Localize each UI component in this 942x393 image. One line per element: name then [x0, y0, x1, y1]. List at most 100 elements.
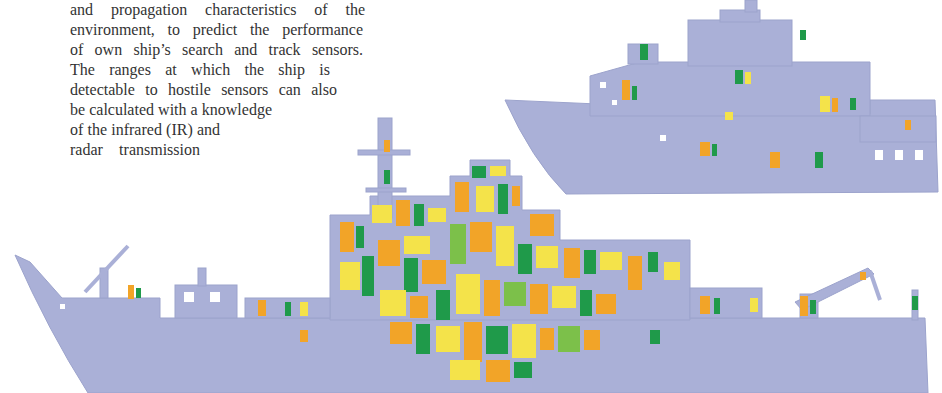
lower-ship-part [912, 290, 918, 320]
lower-ship-signature-patches-part [416, 324, 430, 354]
lower-ship-signature-patches-part [648, 252, 658, 272]
lower-ship-signature-patches-part [596, 294, 616, 314]
lower-ship-signature-patches-part [504, 282, 526, 306]
lower-ship-signature-patches-part [450, 360, 480, 380]
upper-ship-signature-patches-part [745, 72, 751, 84]
lower-ship-signature-patches-part [356, 226, 364, 248]
upper-ship-signature-patches-part [905, 120, 911, 130]
upper-ship-windows [600, 82, 923, 160]
lower-ship-part [366, 188, 406, 192]
lower-ship-signature-patches-part [414, 204, 424, 226]
lower-ship-part [175, 285, 237, 318]
lower-ship-signature-patches-part [514, 362, 532, 378]
lower-ship-signature-patches-part [628, 256, 642, 290]
upper-ship-windows-part [875, 150, 883, 160]
lower-ship-signature-patches-part [258, 300, 266, 316]
lower-ship-signature-patches-part [456, 274, 480, 314]
upper-ship [505, 0, 938, 194]
upper-ship-signature-patches-part [800, 30, 806, 40]
lower-ship-part [198, 268, 206, 286]
lower-ship-signature-patches-part [810, 300, 816, 314]
body-text-line: environment, to predict the performance [70, 20, 363, 40]
upper-ship-signature-patches-part [850, 98, 856, 110]
upper-ship-signature-patches-part [632, 86, 637, 100]
lower-ship-signature-patches-part [484, 280, 500, 316]
body-text-line: detectable to hostile sensors can also [70, 80, 337, 100]
lower-ship-signature-patches-part [512, 324, 536, 358]
lower-ship-part [690, 288, 762, 318]
lower-ship-signature-patches-part [860, 272, 866, 280]
lower-ship-signature-patches-part [436, 290, 450, 320]
upper-ship-signature-patches-part [770, 152, 780, 168]
lower-ship-signature-patches [128, 140, 918, 382]
lower-ship-signature-patches-part [372, 205, 392, 223]
lower-ship-signature-patches-part [496, 226, 514, 266]
lower-ship-signature-patches-part [580, 290, 592, 316]
upper-ship-windows-part [895, 150, 903, 160]
lower-ship-signature-patches-part [136, 288, 141, 298]
lower-ship-signature-patches-part [512, 186, 520, 206]
lower-ship [15, 118, 928, 393]
lower-ship-signature-patches-part [490, 166, 506, 176]
lower-ship-signature-patches-part [436, 326, 460, 352]
upper-ship-part [745, 0, 757, 12]
upper-ship-part [590, 62, 870, 116]
lower-ship-signature-patches-part [340, 222, 354, 252]
lower-ship-signature-patches-part [472, 166, 486, 178]
upper-ship-windows-part [660, 135, 666, 141]
upper-ship-signature-patches-part [622, 80, 630, 100]
upper-ship-windows-part [915, 150, 923, 160]
upper-ship-signature-patches-part [820, 96, 830, 112]
lower-ship-signature-patches-part [384, 140, 390, 152]
lower-ship-signature-patches-part [428, 208, 446, 222]
upper-ship-signature-patches-part [712, 144, 717, 156]
lower-ship-signature-patches-part [378, 240, 400, 266]
body-text-line: of own ship’s search and track sensors. [70, 40, 363, 60]
lower-ship-signature-patches-part [600, 252, 622, 270]
lower-ship-signature-patches-part [362, 256, 374, 296]
lower-ship-signature-patches-part [450, 224, 466, 264]
lower-ship-signature-patches-part [404, 258, 418, 292]
lower-ship-signature-patches-part [714, 298, 720, 314]
upper-ship-signature-patches [622, 30, 911, 168]
upper-ship-signature-patches-part [815, 152, 823, 168]
lower-ship-signature-patches-part [390, 322, 412, 344]
upper-ship-signature-patches-part [735, 70, 743, 84]
upper-ship-signature-patches-part [832, 98, 838, 112]
lower-ship-signature-patches-part [128, 285, 134, 299]
lower-ship-signature-patches-part [558, 326, 580, 352]
lower-ship-signature-patches-part [455, 182, 469, 212]
lower-ship-signature-patches-part [422, 260, 446, 284]
lower-ship-signature-patches-part [912, 296, 918, 310]
lower-ship-signature-patches-part [486, 326, 508, 354]
body-text-line: be calculated with a knowledge [70, 100, 272, 120]
lower-ship-signature-patches-part [498, 184, 508, 214]
lower-ship-signature-patches-part [530, 214, 554, 236]
lower-ship-windows-part [184, 292, 194, 302]
lower-ship-signature-patches-part [650, 330, 660, 344]
lower-ship-part [15, 255, 928, 393]
lower-ship-windows-part [60, 304, 65, 309]
upper-ship-signature-patches-part [640, 44, 648, 60]
lower-ship-crane-arms-part [870, 271, 880, 300]
lower-ship-signature-patches-part [518, 244, 532, 274]
upper-ship-part [628, 44, 658, 64]
lower-ship-signature-patches-part [300, 330, 308, 342]
lower-ship-signature-patches-part [700, 296, 710, 314]
lower-ship-signature-patches-part [340, 262, 360, 290]
lower-ship-signature-patches-part [540, 328, 554, 350]
body-text-line: radar transmission [70, 140, 200, 160]
lower-ship-signature-patches-part [396, 200, 410, 226]
upper-ship-windows-part [612, 100, 617, 105]
lower-ship-signature-patches-part [530, 284, 548, 314]
lower-ship-crane-arms-part [85, 246, 128, 292]
lower-ship-signature-patches-part [552, 286, 576, 308]
lower-ship-part [245, 298, 330, 318]
lower-ship-signature-patches-part [486, 360, 510, 382]
lower-ship-signature-patches-part [664, 262, 680, 280]
upper-ship-part [688, 20, 792, 66]
lower-ship-signature-patches-part [536, 246, 558, 268]
lower-ship-signature-patches-part [380, 290, 406, 316]
lower-ship-signature-patches-part [564, 248, 580, 278]
